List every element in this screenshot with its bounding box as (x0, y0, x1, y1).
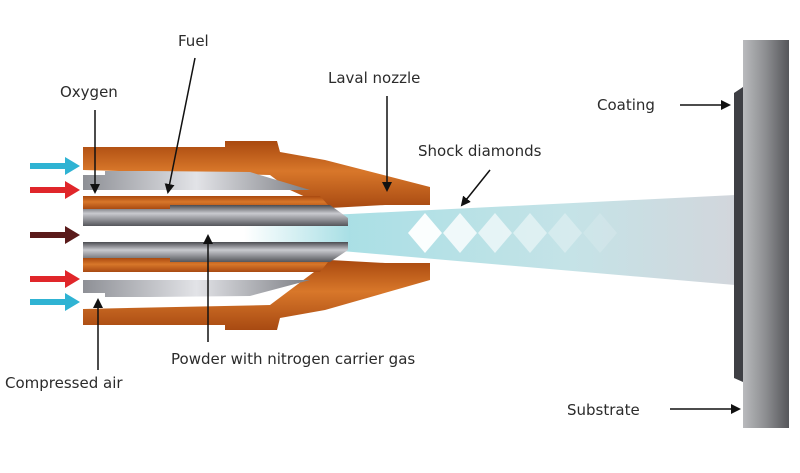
substrate (743, 40, 789, 428)
jet-plume (330, 195, 735, 285)
label-shock-diamonds: Shock diamonds (418, 142, 542, 160)
shock-leader (460, 169, 491, 207)
label-oxygen: Oxygen (60, 83, 118, 101)
barrel-bottom (83, 242, 348, 262)
oxygen-fuel-inlet-bottom-arrow-icon (30, 270, 80, 288)
shock-diamond (408, 213, 442, 253)
fuel-leader (164, 57, 196, 194)
shock-diamond (548, 213, 582, 253)
label-laval-nozzle: Laval nozzle (328, 69, 420, 87)
label-substrate: Substrate (567, 401, 640, 419)
powder-inlet-arrow-icon (30, 226, 80, 244)
fuel-tube-top (83, 171, 310, 190)
inner-copper-bottom (83, 258, 328, 272)
shock-diamonds (408, 213, 617, 253)
inlet-arrows (30, 157, 80, 311)
shock-diamond (443, 213, 477, 253)
oxygen-fuel-inlet-top-arrow-icon (30, 181, 80, 199)
inner-copper-top (83, 196, 328, 209)
nozzle-outer-bottom (83, 260, 430, 330)
shock-diamond (583, 213, 617, 253)
label-coating: Coating (597, 96, 655, 114)
compressed-air-inlet-bottom-arrow-icon (30, 293, 80, 311)
label-powder: Powder with nitrogen carrier gas (171, 350, 415, 368)
shock-diamond (513, 213, 547, 253)
barrel-top (83, 205, 348, 226)
label-compressed-air: Compressed air (5, 374, 123, 392)
coating-layer (734, 87, 743, 382)
fuel-tube-bottom (83, 280, 310, 297)
shock-diamond (478, 213, 512, 253)
label-fuel: Fuel (178, 32, 209, 50)
compressed-air-inlet-top-arrow-icon (30, 157, 80, 175)
